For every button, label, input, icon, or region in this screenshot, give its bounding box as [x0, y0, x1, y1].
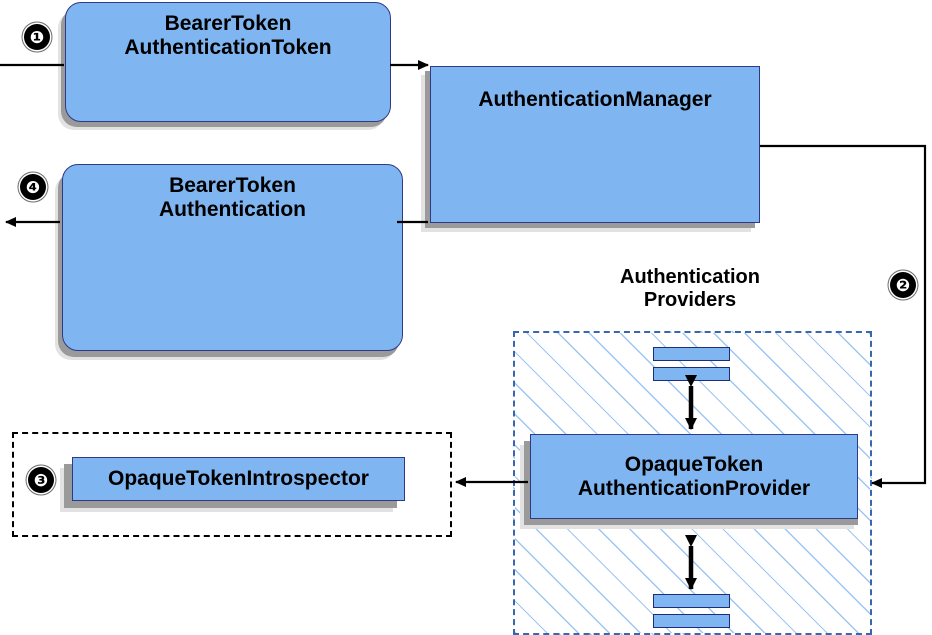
step-badge-2: ❷ [890, 272, 916, 298]
opaque-token-introspector[interactable]: OpaqueTokenIntrospector [72, 457, 405, 501]
authentication-providers-label-line2: Providers [643, 288, 737, 311]
authentication-providers-label-line1: Authentication [620, 266, 760, 288]
component-bar-bottom-2 [653, 614, 730, 628]
component-bar-top-1 [653, 347, 730, 361]
step-badge-4-label: ❹ [25, 177, 41, 197]
opaque-token-authentication-provider-line1: OpaqueToken [624, 452, 764, 476]
bearer-token-authentication-line2: Authentication [159, 197, 306, 221]
bearer-token-authentication-line1: BearerToken [169, 174, 296, 197]
opaque-token-authentication-provider[interactable]: OpaqueToken AuthenticationProvider [530, 434, 858, 519]
component-bar-bottom-1 [653, 594, 730, 608]
bearer-token-authentication-token-line1: BearerToken [164, 12, 292, 35]
opaque-token-authentication-provider-line2: AuthenticationProvider [577, 476, 811, 500]
step-badge-4: ❹ [20, 174, 46, 200]
step-badge-3-label: ❸ [33, 470, 49, 490]
opaque-token-introspector-label: OpaqueTokenIntrospector [108, 467, 369, 491]
bearer-token-authentication[interactable]: BearerToken Authentication [62, 164, 403, 351]
step-badge-3: ❸ [28, 467, 54, 493]
bearer-token-authentication-token-line2: AuthenticationToken [124, 35, 332, 59]
component-bar-top-2 [653, 367, 730, 381]
step-badge-2-label: ❷ [895, 275, 911, 295]
bearer-token-authentication-token[interactable]: BearerToken AuthenticationToken [65, 2, 391, 122]
authentication-manager[interactable]: AuthenticationManager [430, 66, 760, 223]
step-badge-1: ❶ [24, 24, 50, 50]
authentication-providers-label: Authentication Providers [588, 266, 792, 312]
step-badge-1-label: ❶ [29, 27, 45, 47]
authentication-manager-label: AuthenticationManager [478, 88, 712, 111]
